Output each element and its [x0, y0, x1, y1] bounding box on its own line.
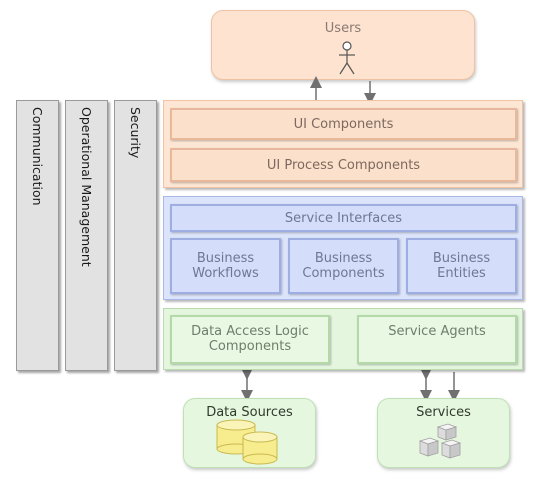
business-components-box: Business Components — [288, 238, 399, 294]
ui-process-components-box: UI Process Components — [170, 148, 517, 182]
security-label: Security — [128, 107, 143, 159]
cross-cutting-operational-management: Operational Management — [65, 100, 108, 371]
services-box: Services — [377, 398, 510, 468]
users-label: Users — [324, 21, 362, 36]
service-cubes-icon — [418, 423, 462, 459]
business-workflows-box: Business Workflows — [170, 238, 281, 294]
user-actor-icon — [339, 41, 355, 75]
users-box: Users — [211, 10, 475, 80]
communication-label: Communication — [30, 107, 45, 206]
service-agents-box: Service Agents — [357, 315, 517, 364]
data-sources-box: Data Sources — [183, 398, 316, 468]
business-entities-box: Business Entities — [406, 238, 517, 294]
service-interfaces-box: Service Interfaces — [170, 204, 517, 232]
ui-components-box: UI Components — [170, 108, 517, 140]
cross-cutting-communication: Communication — [16, 100, 59, 371]
database-cylinders-icon — [216, 419, 278, 465]
services-label: Services — [416, 405, 471, 420]
data-access-logic-components-box: Data Access Logic Components — [170, 315, 330, 364]
data-sources-label: Data Sources — [206, 405, 293, 420]
operational-management-label: Operational Management — [79, 107, 94, 267]
cross-cutting-security: Security — [114, 100, 157, 371]
